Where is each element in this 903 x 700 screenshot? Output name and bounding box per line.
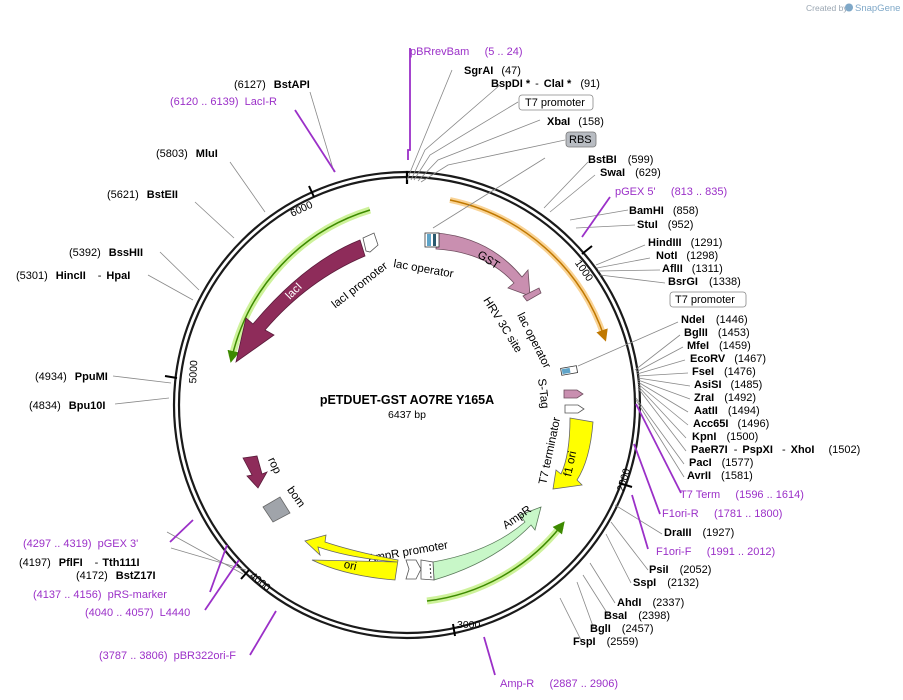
rbs-box[interactable]: RBS [565, 131, 597, 148]
enzyme-avrii[interactable]: AvrII(1581) [687, 470, 753, 482]
enzyme-bglii[interactable]: BglII(1453) [684, 327, 750, 339]
enzyme-bsai[interactable]: BsaI(2398) [604, 610, 670, 622]
primer-laci-r[interactable]: (6120 .. 6139) LacI-R [170, 96, 277, 108]
hrv3c-site-label: HRV 3C site [480, 295, 524, 355]
enzyme-xbai[interactable]: XbaI(158) [547, 116, 604, 128]
enzyme-bpu10i[interactable]: (4834)Bpu10I [29, 400, 105, 412]
primer-pgex-3[interactable]: (4297 .. 4319) pGEX 3' [23, 538, 138, 550]
credit-prefix: Created by [806, 3, 848, 13]
enzyme-bsteii[interactable]: (5621)BstEII [107, 189, 178, 201]
laci-feature-arrow[interactable] [235, 239, 366, 363]
rop-label: rop [265, 456, 283, 476]
enzyme-ecorv[interactable]: EcoRV(1467) [690, 353, 766, 365]
tick-marks [164, 185, 633, 637]
plasmid-name: pETDUET-GST AO7RE Y165A [320, 393, 494, 407]
enzyme-acc65i[interactable]: Acc65I(1496) [693, 418, 769, 430]
enzyme-bamhi[interactable]: BamHI(858) [629, 205, 699, 217]
f1-ori-label: f1 ori [562, 450, 579, 478]
rop-feature-arrow[interactable] [242, 455, 268, 489]
enzyme-pflfi-tth111i[interactable]: (4197)PflFI-Tth111I [19, 557, 140, 569]
enzyme-sgrai[interactable]: SgrAI(47) [464, 65, 521, 77]
enzyme-ndei[interactable]: NdeI(1446) [681, 314, 748, 326]
enzyme-bsrgi[interactable]: BsrGI(1338) [668, 276, 741, 288]
rbs-label: RBS [569, 134, 592, 146]
ampr-feature-arrow[interactable] [432, 506, 542, 581]
enzyme-swai[interactable]: SwaI(629) [600, 167, 661, 179]
hrv3c-site-feature[interactable] [522, 287, 542, 302]
enzyme-aflii[interactable]: AflII(1311) [662, 263, 723, 275]
t7-promoter-1-label: T7 promoter [525, 97, 585, 109]
enzyme-mfei[interactable]: MfeI(1459) [687, 340, 751, 352]
primer-t7-term[interactable]: T7 Term (1596 .. 1614) [680, 489, 804, 501]
ori-feature-arrow[interactable] [304, 534, 399, 581]
enzyme-noti[interactable]: NotI(1298) [656, 250, 718, 262]
s-tag-label: S-Tag [535, 378, 551, 409]
enzyme-labels-right: SgrAI(47) BspDI *-ClaI *(91) XbaI(158) B… [464, 65, 860, 648]
primer-l4440[interactable]: (4040 .. 4057) L4440 [85, 607, 190, 619]
enzyme-kpni[interactable]: KpnI(1500) [692, 431, 758, 443]
enzyme-ahdi[interactable]: AhdI(2337) [617, 597, 684, 609]
enzyme-bstz17i[interactable]: (4172)BstZ17I [76, 570, 156, 582]
credit-brand[interactable]: SnapGene [855, 3, 900, 14]
enzyme-hindiii[interactable]: HindIII(1291) [648, 237, 722, 249]
enzyme-fsei[interactable]: FseI(1476) [692, 366, 756, 378]
enzyme-psii[interactable]: PsiI(2052) [649, 564, 711, 576]
leader-lines [112, 69, 691, 643]
snapgene-logo-icon [845, 3, 853, 12]
primer-f1ori-f[interactable]: F1ori-F (1991 .. 2012) [656, 546, 775, 558]
primer-pbr322ori-f[interactable]: (3787 .. 3806) pBR322ori-F [99, 650, 236, 662]
primer-marks [169, 48, 682, 676]
laci-promoter-feature[interactable] [362, 232, 379, 253]
s-tag-feature[interactable] [563, 389, 584, 399]
primer-prs-marker[interactable]: (4137 .. 4156) pRS-marker [33, 589, 167, 601]
enzyme-labels-left: (6127)BstAPI (5803)MluI (5621)BstEII (53… [16, 79, 310, 582]
enzyme-paer7i-pspxi-xhoi[interactable]: PaeR7I-PspXI-XhoI(1502) [691, 444, 860, 456]
t7-promoter-2-label: T7 promoter [675, 294, 735, 306]
ampr-promoter-arrow[interactable] [405, 559, 422, 580]
enzyme-paci[interactable]: PacI(1577) [689, 457, 753, 469]
gst-direction-arrow [449, 199, 608, 342]
enzyme-bgli[interactable]: BglI(2457) [590, 623, 654, 635]
enzyme-hincii-hpai[interactable]: (5301)HincII-HpaI [16, 270, 130, 282]
bom-label: bom [284, 485, 307, 510]
primer-pgex-5[interactable]: pGEX 5' (813 .. 835) [615, 186, 727, 198]
enzyme-bstbi[interactable]: BstBI(599) [588, 154, 653, 166]
t7-promoter-2-box[interactable]: T7 promoter [669, 291, 747, 308]
ampr-direction-arrow [426, 521, 565, 602]
tick-label-5000: 5000 [187, 360, 200, 384]
enzyme-bsshii[interactable]: (5392)BssHII [69, 247, 143, 259]
primer-pbrrevbam[interactable]: pBRrevBam (5 .. 24) [410, 46, 522, 58]
t7-promoter-1-box[interactable]: T7 promoter [518, 94, 594, 111]
f1-ori-feature[interactable] [552, 417, 594, 490]
ori-label: ori [343, 559, 358, 573]
lac-operator-1-label: lac operator [392, 258, 454, 280]
tick-label-3000: 3000 [457, 619, 481, 631]
enzyme-draiii[interactable]: DraIII(1927) [664, 527, 734, 539]
gst-feature-arrow[interactable] [435, 232, 531, 297]
tick-label-2000: 2000 [615, 467, 633, 493]
enzyme-mlui[interactable]: (5803)MluI [156, 148, 218, 160]
enzyme-fspi[interactable]: FspI(2559) [573, 636, 638, 648]
primer-f1ori-r[interactable]: F1ori-R (1781 .. 1800) [662, 508, 782, 520]
enzyme-asisi[interactable]: AsiSI(1485) [694, 379, 762, 391]
enzyme-bspdi-clai[interactable]: BspDI *-ClaI *(91) [491, 78, 600, 90]
laci-direction-arrow [227, 209, 371, 363]
enzyme-zrai[interactable]: ZraI(1492) [694, 392, 756, 404]
enzyme-sspi[interactable]: SspI(2132) [633, 577, 699, 589]
primer-amp-r[interactable]: Amp-R (2887 .. 2906) [500, 678, 618, 690]
ampr-promoter-feature[interactable] [420, 559, 435, 581]
primer-labels: pBRrevBam (5 .. 24) (6120 .. 6139) LacI-… [23, 46, 804, 690]
lac-operator-1-feature[interactable] [424, 232, 440, 248]
plasmid-length: 6437 bp [388, 409, 426, 421]
tick-label-4000: 4000 [247, 570, 273, 594]
enzyme-stui[interactable]: StuI(952) [637, 219, 693, 231]
enzyme-bstapi[interactable]: (6127)BstAPI [234, 79, 310, 91]
t7-terminator-feature[interactable] [564, 404, 585, 414]
enzyme-ppumi[interactable]: (4934)PpuMI [35, 371, 108, 383]
lac-operator-2-feature[interactable] [560, 365, 579, 376]
enzyme-aatii[interactable]: AatII(1494) [694, 405, 760, 417]
bom-feature[interactable] [262, 496, 291, 523]
